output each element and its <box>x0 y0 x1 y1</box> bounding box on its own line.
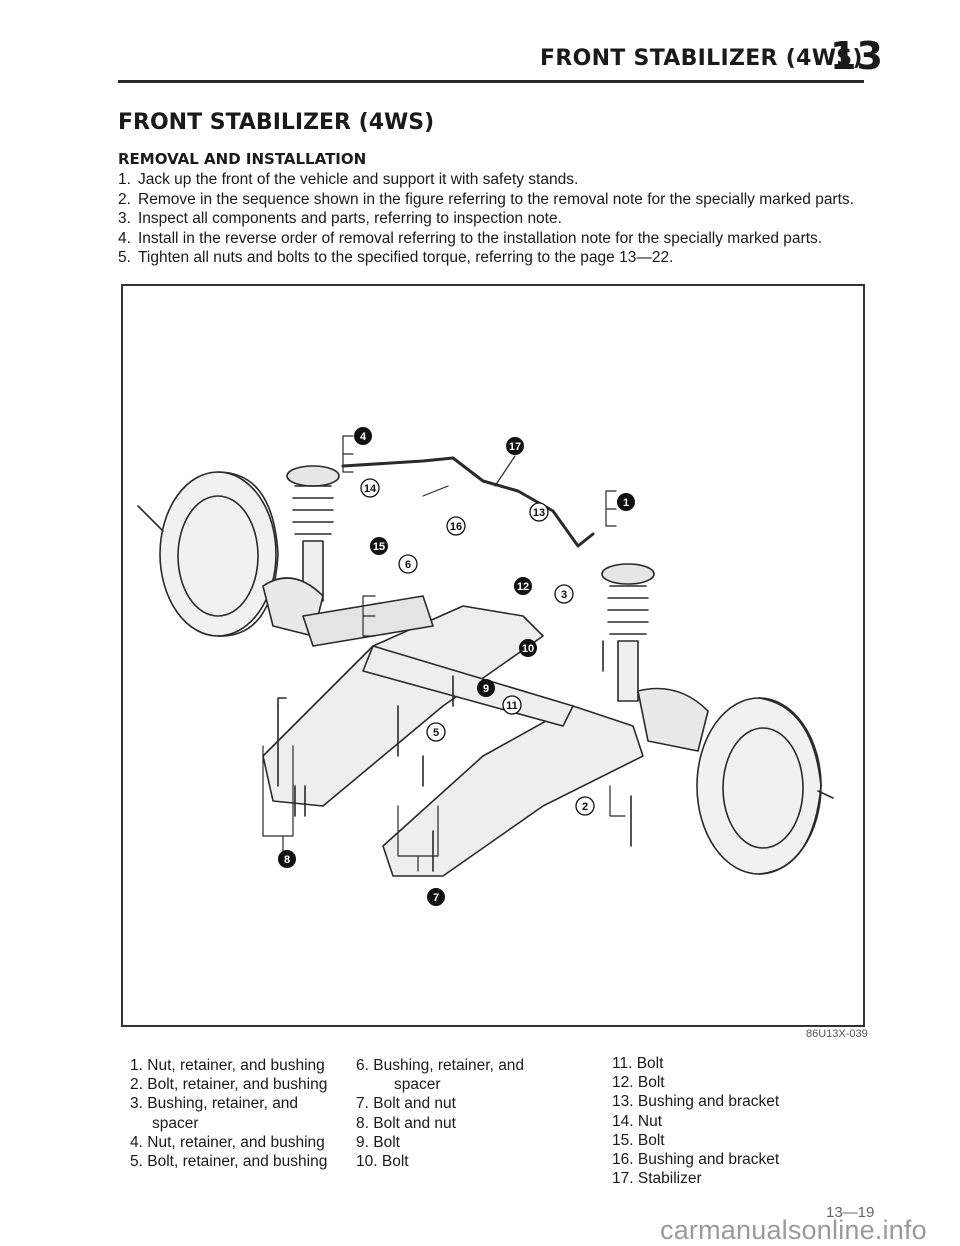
outlined-callouts: 14 16 13 6 3 11 5 2 <box>360 478 595 816</box>
legend-item: 8. Bolt and nut <box>356 1114 456 1132</box>
step-item: 5.Tighten all nuts and bolts to the spec… <box>118 249 674 266</box>
step-text: Install in the reverse order of removal … <box>138 229 823 247</box>
legend-item: 11. Bolt <box>612 1055 664 1072</box>
legend-item: 3. Bushing, retainer, and <box>130 1095 299 1113</box>
suspension-illustration: 4 17 1 15 12 10 9 8 7 14 16 13 6 3 11 5 … <box>137 427 834 906</box>
legend-item-continuation: spacer <box>152 1114 199 1132</box>
svg-text:1: 1 <box>623 497 629 509</box>
svg-text:9: 9 <box>483 683 489 695</box>
legend-item: 16. Bushing and bracket <box>612 1151 780 1169</box>
svg-text:12: 12 <box>517 581 529 593</box>
step-text: Jack up the front of the vehicle and sup… <box>138 171 579 188</box>
svg-text:3: 3 <box>561 589 567 601</box>
section-title: FRONT STABILIZER (4WS) <box>118 110 435 135</box>
legend-column-2: 6. Bushing, retainer, and spacer 7. Bolt… <box>356 1056 524 1171</box>
svg-text:4: 4 <box>360 431 367 443</box>
legend-column-1: 1. Nut, retainer, and bushing 2. Bolt, r… <box>130 1056 327 1171</box>
lower-arm-drawing <box>302 595 434 647</box>
step-item: 4.Install in the reverse order of remova… <box>118 229 823 247</box>
legend-item: 15. Bolt <box>612 1131 665 1149</box>
step-text: Tighten all nuts and bolts to the specif… <box>138 249 674 266</box>
callout-11: 11 <box>502 695 522 715</box>
svg-text:8: 8 <box>284 854 290 866</box>
callout-15: 15 <box>370 537 388 555</box>
callout-9: 9 <box>477 679 495 697</box>
right-tire-drawing <box>696 697 834 875</box>
footer-watermark[interactable]: carmanualsonline.info <box>660 1215 927 1245</box>
svg-text:6: 6 <box>405 559 411 571</box>
left-tire-drawing <box>137 471 279 637</box>
exploded-view-figure: 4 17 1 15 12 10 9 8 7 14 16 13 6 3 11 5 … <box>121 284 865 1027</box>
svg-text:15: 15 <box>373 541 385 553</box>
svg-text:16: 16 <box>450 521 462 533</box>
callout-5: 5 <box>426 722 446 742</box>
callout-7: 7 <box>427 888 445 906</box>
svg-text:14: 14 <box>364 483 377 495</box>
bolts-drawing <box>277 640 632 872</box>
callout-leaders <box>262 435 626 872</box>
legend-item: 14. Nut <box>612 1112 662 1130</box>
callout-10: 10 <box>519 639 537 657</box>
step-text: Remove in the sequence shown in the figu… <box>138 190 854 208</box>
callout-4: 4 <box>354 427 372 445</box>
svg-text:13: 13 <box>533 507 545 519</box>
svg-text:5: 5 <box>433 727 439 739</box>
header-rule <box>118 80 864 83</box>
stabilizer-bar-drawing <box>341 456 595 548</box>
legend-item: 6. Bushing, retainer, and <box>356 1057 525 1074</box>
callout-2: 2 <box>575 796 595 816</box>
svg-text:7: 7 <box>433 892 439 904</box>
callout-13: 13 <box>529 502 549 522</box>
legend-item: 7. Bolt and nut <box>356 1095 456 1113</box>
callout-8: 8 <box>278 850 296 868</box>
callout-6: 6 <box>398 554 418 574</box>
legend-item: 2. Bolt, retainer, and bushing <box>130 1076 328 1094</box>
step-text: Inspect all components and parts, referr… <box>138 210 562 227</box>
svg-text:17: 17 <box>509 441 521 453</box>
legend-item: 5. Bolt, retainer, and bushing <box>130 1153 328 1171</box>
step-item: 3.Inspect all components and parts, refe… <box>118 210 562 227</box>
chapter-number: 13 <box>830 34 883 78</box>
svg-text:10: 10 <box>522 643 534 655</box>
right-strut-drawing <box>601 563 709 752</box>
legend-item: 4. Nut, retainer, and bushing <box>130 1133 325 1151</box>
legend-item: 10. Bolt <box>356 1153 409 1171</box>
callout-1: 1 <box>617 493 635 511</box>
subsection-title: REMOVAL AND INSTALLATION <box>118 150 367 168</box>
legend-item: 12. Bolt <box>612 1074 665 1092</box>
crossmember-drawing <box>262 605 644 877</box>
step-item: 1.Jack up the front of the vehicle and s… <box>118 171 579 188</box>
legend-item: 17. Stabilizer <box>612 1170 702 1188</box>
callout-16: 16 <box>446 516 466 536</box>
running-header-title: FRONT STABILIZER (4WS) <box>540 46 863 71</box>
svg-text:11: 11 <box>506 700 518 712</box>
legend-item: 13. Bushing and bracket <box>612 1093 780 1111</box>
page-number: 13—19 <box>826 1204 875 1221</box>
svg-text:2: 2 <box>582 801 588 813</box>
legend-item-continuation: spacer <box>394 1076 441 1094</box>
callout-17: 17 <box>506 437 524 455</box>
legend-item: 9. Bolt <box>356 1133 400 1151</box>
filled-callouts: 4 17 1 15 12 10 9 8 7 <box>278 427 635 906</box>
procedure-steps: 1.Jack up the front of the vehicle and s… <box>118 170 878 268</box>
legend-column-3: 11. Bolt 12. Bolt 13. Bushing and bracke… <box>612 1054 779 1188</box>
figure-code: 86U13X-039 <box>806 1028 868 1040</box>
callout-3: 3 <box>554 584 574 604</box>
callout-12: 12 <box>514 577 532 595</box>
callout-14: 14 <box>360 478 380 498</box>
left-strut-drawing <box>262 465 340 637</box>
step-item: 2.Remove in the sequence shown in the fi… <box>118 190 854 208</box>
legend-item: 1. Nut, retainer, and bushing <box>130 1057 325 1074</box>
